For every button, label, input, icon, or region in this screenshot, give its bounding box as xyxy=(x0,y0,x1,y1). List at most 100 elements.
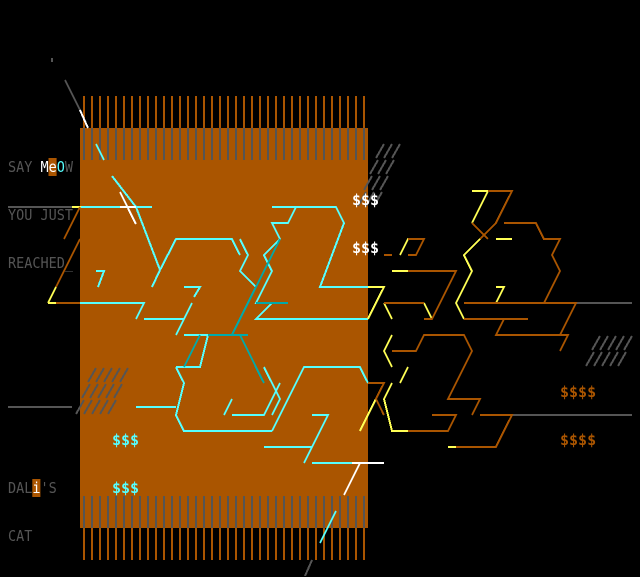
rug-stripe xyxy=(107,496,109,528)
rug-stripe xyxy=(83,128,85,160)
rug-stripe xyxy=(331,496,333,528)
rug-stripe xyxy=(331,128,333,160)
fringe-thread xyxy=(315,528,317,560)
rug-stripe xyxy=(259,496,261,528)
hatch-stroke xyxy=(607,335,617,351)
rug-stripe xyxy=(363,496,365,528)
fringe-thread xyxy=(339,96,341,128)
rug-stripe xyxy=(307,496,309,528)
rug-stripe xyxy=(227,128,229,160)
fringe-thread xyxy=(363,528,365,560)
hatch-stroke xyxy=(363,175,373,191)
rug-stripe xyxy=(259,128,261,160)
fringe-thread xyxy=(355,528,357,560)
rug-stripe xyxy=(283,128,285,160)
rug-stripe xyxy=(107,128,109,160)
rug-stripe xyxy=(155,128,157,160)
rug-stripe xyxy=(219,128,221,160)
fringe-thread xyxy=(203,96,205,128)
hatch-stroke xyxy=(91,399,101,415)
fringe-thread xyxy=(299,528,301,560)
dollar-row: $$$ xyxy=(352,239,380,257)
fringe-thread xyxy=(99,96,101,128)
rug-stripe xyxy=(203,128,205,160)
hatch-stroke xyxy=(371,175,381,191)
hatch-shadow-far-right xyxy=(585,335,633,367)
fringe-thread xyxy=(307,528,309,560)
fringe-thread xyxy=(259,528,261,560)
rug-stripe xyxy=(91,496,93,528)
fringe-thread xyxy=(339,528,341,560)
dollar-signs-white: $$$ $$$ xyxy=(352,160,388,288)
fringe-thread xyxy=(195,528,197,560)
rug-stripe xyxy=(243,496,245,528)
hatch-stroke xyxy=(95,367,105,383)
rug-stripe xyxy=(307,128,309,160)
rug-stripe xyxy=(139,128,141,160)
fringe-thread xyxy=(291,528,293,560)
hatch-stroke xyxy=(585,351,595,367)
title-m: M xyxy=(40,158,49,176)
title-text: SAY MeOW YOU JUST REACHED_ xyxy=(8,127,73,303)
rug-stripe xyxy=(131,128,133,160)
fringe-thread xyxy=(251,528,253,560)
title-line-1: SAY MeOW xyxy=(8,158,74,176)
fringe-thread xyxy=(283,96,285,128)
horizon-lines xyxy=(8,58,632,576)
rug-stripe xyxy=(267,128,269,160)
fringe-thread xyxy=(155,528,157,560)
fringe-thread xyxy=(187,96,189,128)
fringe-thread xyxy=(187,528,189,560)
dollar-row: $$$ xyxy=(112,431,140,449)
hatch-stroke xyxy=(617,351,627,367)
caption-text: DALi'S CAT xyxy=(8,448,57,576)
rug-stripe xyxy=(347,496,349,528)
fringe-thread xyxy=(155,96,157,128)
fringe-thread xyxy=(211,96,213,128)
fringe-thread xyxy=(363,96,365,128)
rug-stripe xyxy=(187,128,189,160)
rug-stripe xyxy=(339,128,341,160)
fringe-thread xyxy=(115,96,117,128)
hatch-stroke xyxy=(369,159,379,175)
rug-stripe xyxy=(315,496,317,528)
dark-cyan-cat-figure xyxy=(183,238,288,384)
fringe-thread xyxy=(243,96,245,128)
hatch-stroke xyxy=(107,399,117,415)
fringe-thread xyxy=(259,96,261,128)
rug-stripe xyxy=(203,496,205,528)
rug-stripe xyxy=(187,496,189,528)
title-w: W xyxy=(64,158,74,176)
fringe-thread xyxy=(251,96,253,128)
fringe-thread xyxy=(347,528,349,560)
rug-stripe xyxy=(315,128,317,160)
rug-stripe xyxy=(179,496,181,528)
rug-stripe xyxy=(323,496,325,528)
fringe-thread xyxy=(179,528,181,560)
rug-stripe xyxy=(291,128,293,160)
rug-stripe xyxy=(171,496,173,528)
rug-stripe xyxy=(123,128,125,160)
rug-stripe xyxy=(99,496,101,528)
rug-stripe xyxy=(195,128,197,160)
caption-rest: 'S xyxy=(40,479,57,497)
fringe-thread xyxy=(323,528,325,560)
fringe-thread xyxy=(131,96,133,128)
rug-stripe xyxy=(123,496,125,528)
title-line-3: REACHED_ xyxy=(8,254,74,272)
dollar-signs-cyan: $$$ $$$ xyxy=(112,400,148,528)
hatch-stroke xyxy=(609,351,619,367)
rug-stripe xyxy=(235,496,237,528)
rug-stripe xyxy=(347,128,349,160)
rug-stripe xyxy=(219,496,221,528)
rug-stripe xyxy=(323,128,325,160)
fringe-thread xyxy=(307,96,309,128)
fringe-thread xyxy=(131,528,133,560)
white-cat-strokes xyxy=(79,109,384,496)
hatch-stroke xyxy=(365,191,375,207)
fringe-thread xyxy=(331,96,333,128)
rug-stripe xyxy=(283,496,285,528)
hatch-stroke xyxy=(81,383,91,399)
